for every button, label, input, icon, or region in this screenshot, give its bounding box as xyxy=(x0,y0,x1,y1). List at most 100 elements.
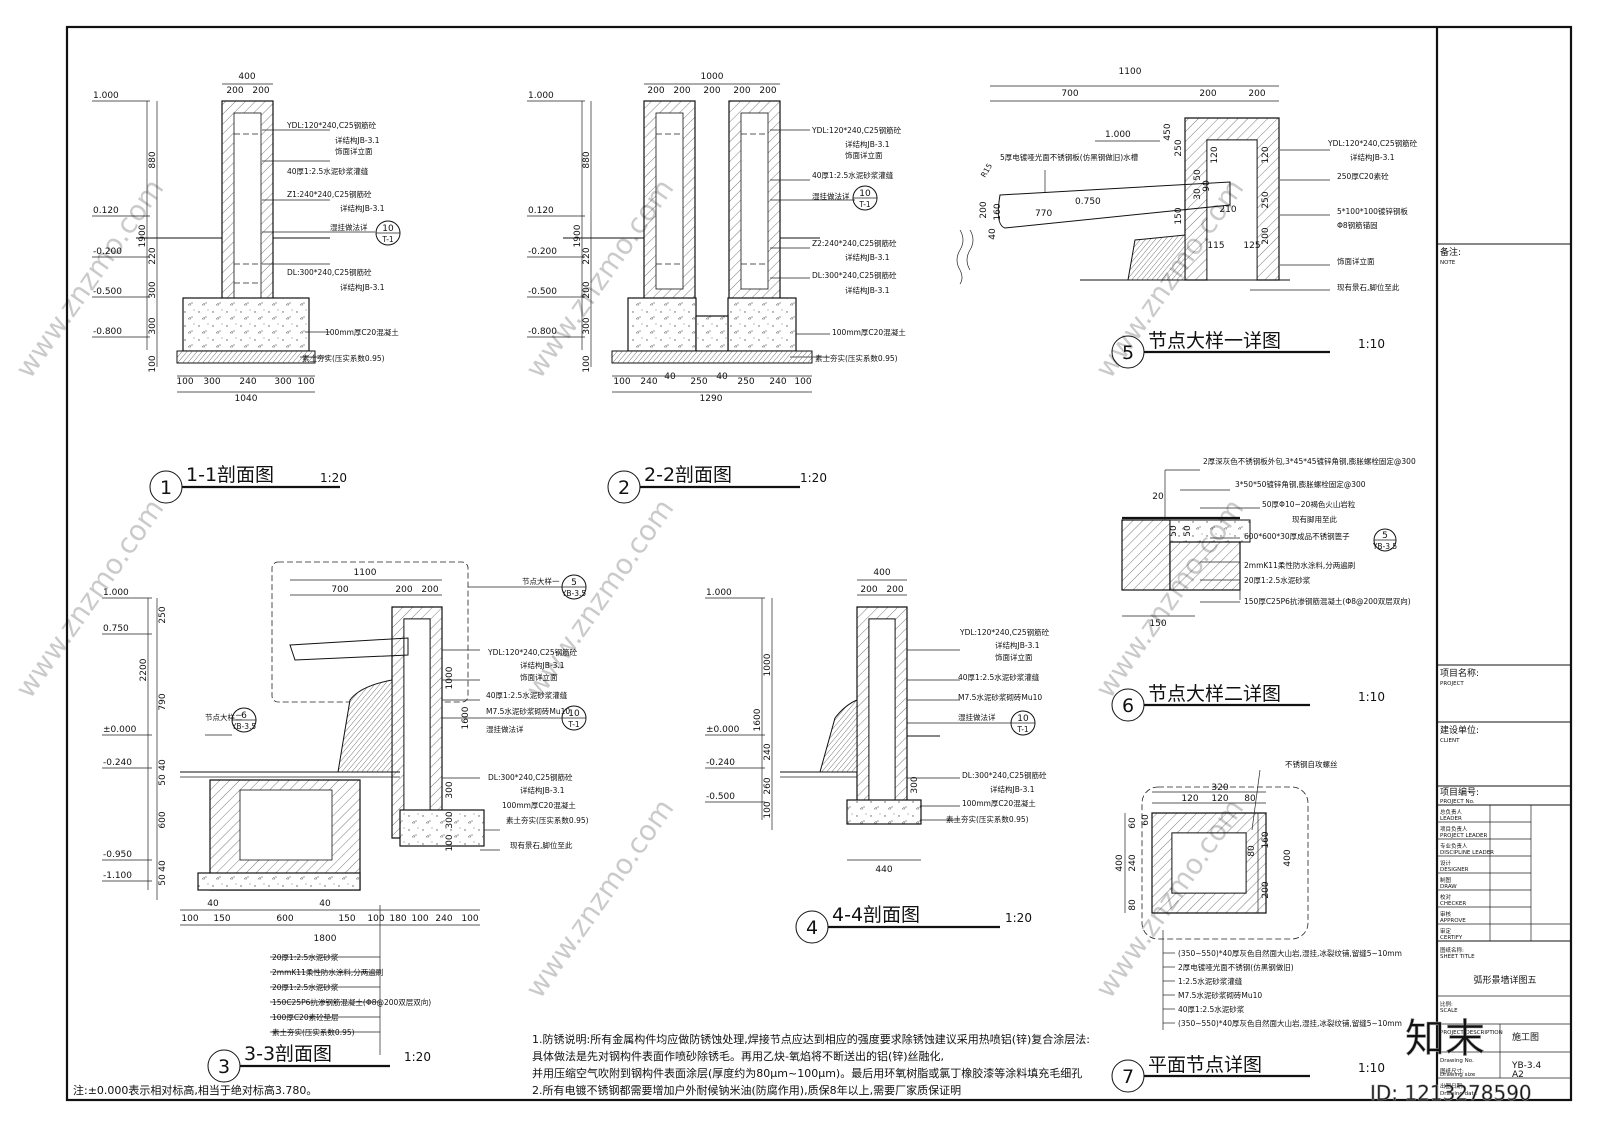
dim-label: 120 xyxy=(1210,146,1220,163)
footing-2-2-left xyxy=(627,297,697,352)
callout: 详结构JB-3.1 xyxy=(335,135,380,145)
callout: YDL:120*240,C25钢筋砼 xyxy=(811,125,902,135)
dim-label: 880 xyxy=(582,151,592,168)
dim-label: 60 xyxy=(1141,814,1151,826)
note-label-en: NOTE xyxy=(1440,260,1456,266)
role-cn: 总负责人 xyxy=(1440,808,1463,816)
tag-sheet: YB-3.5 xyxy=(561,589,587,598)
callout: 0.750 xyxy=(1075,197,1101,207)
dim-label: 240 xyxy=(1128,854,1138,871)
footing-3-3 xyxy=(399,809,485,847)
pillars-2-2 xyxy=(643,100,781,302)
elev-label: -0.240 xyxy=(706,758,735,768)
callout: 饰面详立面 xyxy=(520,672,558,682)
section-3-3: 6 YB-3.5 5 YB-3.5 10 T-1 xyxy=(102,561,589,1083)
elev-label: -0.200 xyxy=(93,247,122,257)
dim-label: 115 xyxy=(1207,241,1224,251)
title-s4: 4 4-4剖面图 1:20 xyxy=(795,904,1032,944)
dim-label: 120 xyxy=(1181,794,1198,804)
dim-label: 80 xyxy=(1247,845,1257,857)
footing-2-2-right xyxy=(727,297,797,352)
dim-label: 220 xyxy=(582,247,592,264)
layer-label: 150C25P6抗渗钢筋混凝土(Φ8@200双层双向) xyxy=(272,997,431,1007)
callout: 饰面详立面 xyxy=(335,146,373,156)
sheet-title-label: 图纸名称: xyxy=(1440,946,1464,954)
title-scale: 1:20 xyxy=(800,471,827,485)
dim-label: 100 xyxy=(763,801,773,818)
dim-label: 220 xyxy=(148,247,158,264)
stone-3-3 xyxy=(337,679,393,773)
callout: 40厚1:2.5水泥砂浆灌缝 xyxy=(287,166,369,176)
watermark-id: ID: 1213278590 xyxy=(1370,1081,1532,1105)
title-scale: 1:10 xyxy=(1358,1061,1385,1075)
callout: DL:300*240,C25钢筋砼 xyxy=(812,270,897,280)
layer-label: M7.5水泥砂浆砌砖Mu10 xyxy=(1178,990,1262,1000)
dim-label: 80 xyxy=(1128,899,1138,911)
wall-n6 xyxy=(1121,519,1171,591)
project-no-label-en: PROJECT No. xyxy=(1440,799,1475,805)
dim-label: 100 xyxy=(297,377,314,387)
leaders-4-4 xyxy=(907,649,1011,821)
callout: YDL:120*240,C25钢筋砼 xyxy=(487,647,578,657)
role-cn: 审核 xyxy=(1440,910,1452,918)
dim-label: 300 xyxy=(445,781,455,798)
dim-label: 50 xyxy=(1193,169,1203,181)
elev-label: 1.000 xyxy=(706,588,732,598)
title-s3: 3 3-3剖面图 1:20 xyxy=(207,1043,431,1083)
callout: 3*50*50镀锌角钢,膨胀螺栓固定@300 xyxy=(1235,479,1366,489)
scale-label: 比例: xyxy=(1440,1000,1453,1008)
title-num: 1 xyxy=(160,477,172,499)
title-text: 节点大样一详图 xyxy=(1148,330,1281,352)
watermark-brand: 知末 xyxy=(1405,1016,1485,1062)
callout: 湿挂做法详 xyxy=(330,222,368,232)
callout: 2mmK11柔性防水涂料,分两遍刷 xyxy=(1244,560,1355,570)
sheet-no-label-en: Drawing No. xyxy=(1440,1058,1474,1064)
role-cn: 审定 xyxy=(1440,927,1452,935)
node-detail-5: 1100 700 200 200 1.000 5厚电镀哑光面不锈钢板(仿黑钢做旧… xyxy=(956,67,1418,369)
dim-label: 600 xyxy=(158,811,168,828)
elev-label: -0.500 xyxy=(93,287,122,297)
dim-label: 600 xyxy=(276,914,293,924)
client-label: 建设单位: xyxy=(1440,724,1479,736)
callout: 素土夯实(压实系数0.95) xyxy=(815,353,898,363)
dim-label: 300 xyxy=(582,317,592,334)
dim-label: 400 xyxy=(238,72,255,82)
dim-label: 125 xyxy=(1243,241,1260,251)
tag-num: 5 xyxy=(571,578,577,588)
callout: Z1:240*240,C25钢筋砼 xyxy=(287,189,372,199)
dim-label: 240 xyxy=(239,377,256,387)
tag-num: 10 xyxy=(382,224,394,234)
callout: 50厚Φ10~20褐色火山岩粒 xyxy=(1262,499,1356,509)
callout: 20厚1:2.5水泥砂浆 xyxy=(1244,575,1311,585)
dim-label: 40 xyxy=(158,759,168,771)
plan-outline xyxy=(1141,786,1309,940)
labels-n7: 320 120 120 80 不锈钢自攻螺丝 60 60 240 80 400 … xyxy=(1115,759,1402,1028)
callout: YDL:120*240,C25钢筋砼 xyxy=(286,120,377,130)
dim-label: 40 xyxy=(988,228,998,240)
dim-label: 300 xyxy=(445,811,455,828)
sheet-no: YB-3.4 xyxy=(1511,1061,1542,1071)
callout: 100mm厚C20混凝土 xyxy=(325,327,399,337)
elev-label: ±0.000 xyxy=(706,725,740,735)
layer-label: 100厚C20素砼垫层 xyxy=(272,1012,339,1022)
title-num: 7 xyxy=(1122,1066,1134,1088)
role-cn: 项目负责人 xyxy=(1440,825,1468,833)
title-scale: 1:20 xyxy=(404,1050,431,1064)
dim-label: 100 xyxy=(613,377,630,387)
dim-label: 200 xyxy=(647,86,664,96)
dim-label: 1600 xyxy=(461,706,471,729)
callout: 饰面详立面 xyxy=(1337,256,1375,266)
callout: DL:300*240,C25钢筋砼 xyxy=(488,772,573,782)
dim-label: 320 xyxy=(1211,783,1228,793)
callout: 现有景石,脚位至此 xyxy=(510,840,573,850)
title-block: 备注: NOTE 项目名称: PROJECT 建设单位: CLIENT 项目编号… xyxy=(1437,243,1571,1097)
project-no-label: 项目编号: xyxy=(1440,786,1479,798)
dim-label: 250 xyxy=(690,377,707,387)
callout: 40厚1:2.5水泥砂浆灌缝 xyxy=(958,672,1040,682)
title-scale: 1:10 xyxy=(1358,690,1385,704)
callout: YDL:120*240,C25钢筋砼 xyxy=(959,627,1050,637)
title-text: 节点大样二详图 xyxy=(1148,683,1281,705)
callout: 1.000 xyxy=(1105,130,1131,140)
dim-label: 150 xyxy=(1149,619,1166,629)
dim-label: 100 xyxy=(176,377,193,387)
